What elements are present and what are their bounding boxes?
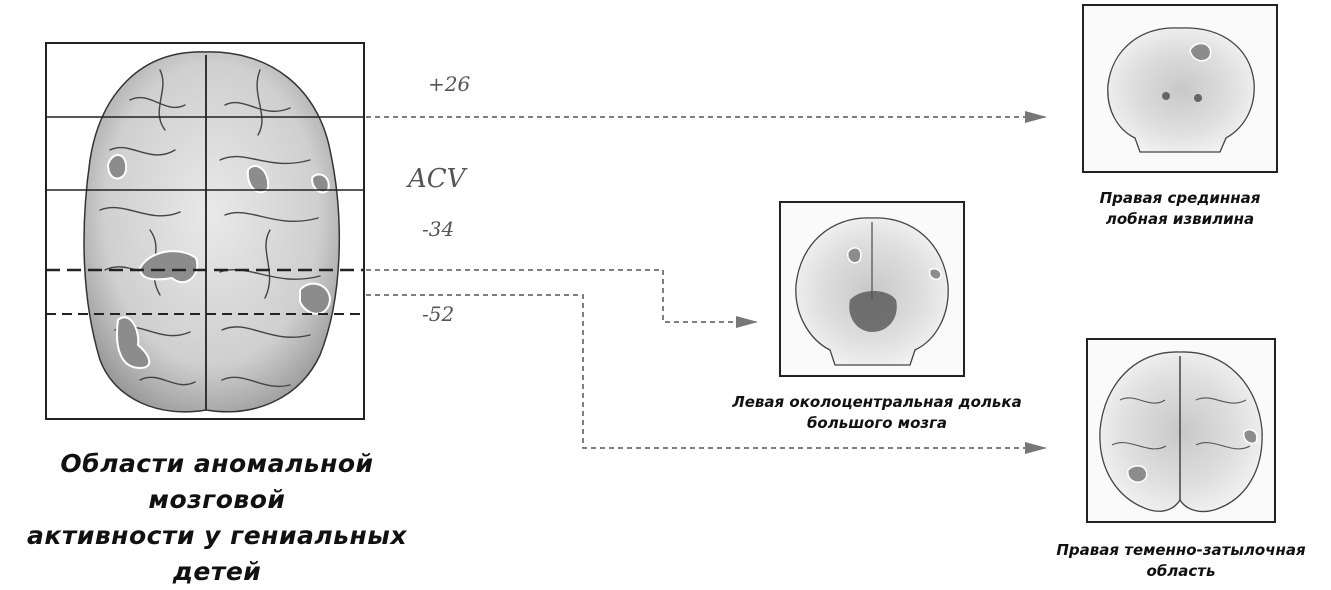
label-minus-34: -34 [422,217,455,241]
caption-parietooccipital-line1: Правая теменно-затылочная [1056,541,1306,559]
brain-gyri [99,69,321,387]
caption-paracentral-line2: большого мозга [806,414,948,432]
slice-parietooccipital-highlight [1127,465,1148,483]
caption-paracentral: Левая околоцентральная долька большого м… [712,392,1042,434]
slice-paracentral [779,201,965,377]
diagram-title: Области аномальной мозговой активности у… [2,446,432,590]
brain-top-view [45,42,365,420]
slice-frontal-spot [1162,92,1170,100]
slice-paracentral-highlight-2 [928,267,942,281]
caption-paracentral-line1: Левая околоцентральная долька [732,393,1022,411]
brain-frame [45,42,365,420]
slice-paracentral-ventricle [849,291,897,332]
slice-frontal-brain [1107,27,1255,153]
caption-frontal-line1: Правая срединная [1099,189,1261,207]
caption-parietooccipital: Правая теменно-затылочная область [1036,540,1326,582]
label-acv: ACV [408,164,466,194]
slice-parietooccipital-brain [1099,351,1263,513]
caption-parietooccipital-line2: область [1146,562,1216,580]
slice-frontal [1082,4,1278,173]
slice-parietooccipital-highlight-2 [1242,428,1258,444]
slice-parietooccipital-gyri [1111,397,1251,450]
arrow-to-parietooccipital [366,294,1047,454]
slice-frontal-spot-2 [1194,94,1202,102]
slice-reference-lines [46,116,364,315]
brain-activity-regions [106,154,332,370]
caption-frontal: Правая срединная лобная извилина [1070,188,1290,230]
label-plus-26: +26 [428,72,471,96]
slice-paracentral-highlight [847,247,862,264]
brain-outline [83,51,341,413]
arrow-to-paracentral [366,269,758,328]
arrows [366,111,1047,454]
caption-frontal-line2: лобная извилина [1105,210,1255,228]
diagram-title-line1: Области аномальной мозговой [60,449,374,514]
label-minus-52: -52 [422,302,455,326]
diagram-title-line2: активности у гениальных детей [27,521,407,586]
slice-parietooccipital [1086,338,1276,523]
slice-frontal-highlight [1189,42,1212,62]
